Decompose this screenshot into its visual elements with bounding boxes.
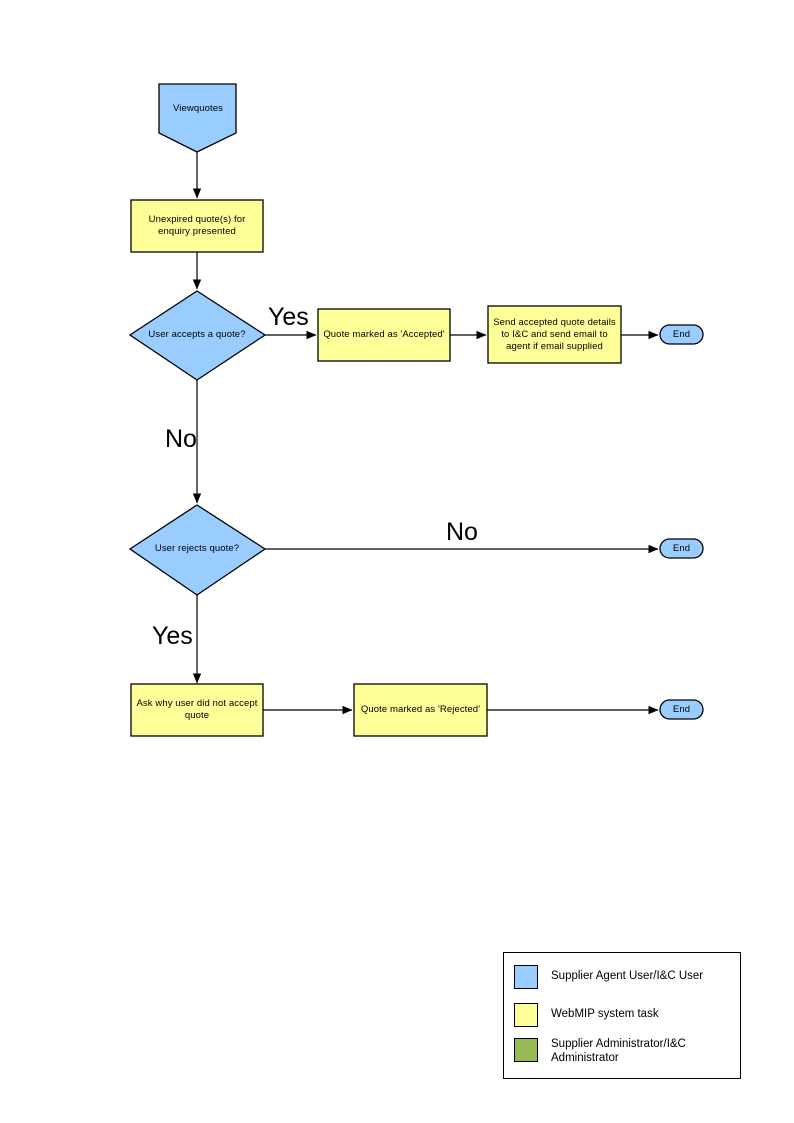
legend-swatch-blue — [514, 965, 538, 989]
connectors — [192, 152, 659, 715]
legend-item-supplier-agent-user: Supplier Agent User/I&C User — [514, 965, 703, 989]
legend-swatch-green — [514, 1038, 538, 1062]
legend-item-webmip-system-task: WebMIP system task — [514, 1003, 659, 1027]
legend-label-supplier-agent-user: Supplier Agent User/I&C User — [551, 970, 704, 982]
node-start-viewquotes[interactable] — [158, 83, 237, 153]
node-send-accepted-details[interactable] — [487, 305, 622, 364]
node-end-1[interactable] — [659, 324, 704, 345]
node-unexpired-quotes[interactable] — [130, 199, 264, 253]
branch-label-reject-yes: Yes — [152, 622, 193, 650]
node-quote-marked-accepted[interactable] — [317, 308, 451, 362]
branch-label-reject-no: No — [446, 518, 478, 546]
node-ask-why-not-accepted[interactable] — [130, 683, 264, 737]
legend-label-webmip-system-task: WebMIP system task — [551, 1008, 659, 1020]
branch-label-accept-yes: Yes — [268, 303, 309, 331]
node-decision-user-accepts[interactable] — [128, 290, 267, 381]
node-end-3[interactable] — [659, 699, 704, 720]
legend-label-supplier-administrator: Supplier Administrator/I&C Administrator — [551, 1038, 686, 1064]
node-quote-marked-rejected[interactable] — [353, 683, 488, 737]
legend-swatch-yellow — [514, 1003, 538, 1027]
node-decision-user-rejects[interactable] — [128, 504, 267, 596]
legend-box: Supplier Agent User/I&C User WebMIP syst… — [503, 952, 741, 1079]
legend-item-supplier-administrator: Supplier Administrator/I&C Administrator — [514, 1038, 686, 1065]
node-end-2[interactable] — [659, 538, 704, 559]
branch-label-accept-no: No — [165, 425, 197, 453]
